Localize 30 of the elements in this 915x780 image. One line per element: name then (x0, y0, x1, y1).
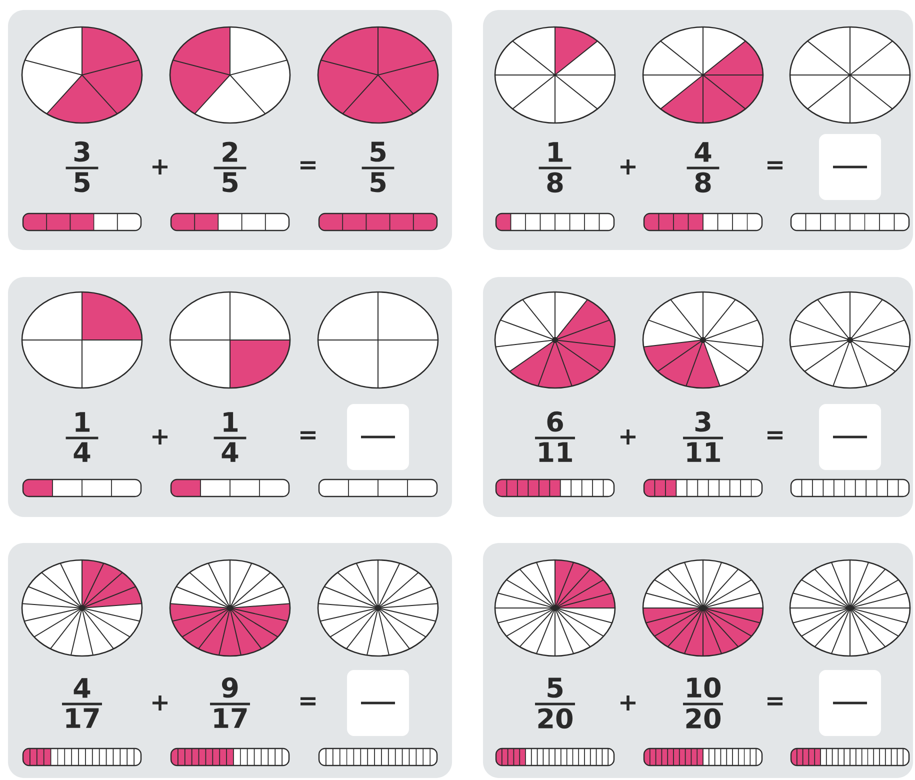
answer-box (347, 670, 409, 736)
fraction: 4 1 (66, 412, 98, 462)
plus-sign: + (620, 429, 636, 445)
fraction: 8 4 (686, 142, 720, 193)
fraction: 11 3 (683, 411, 723, 462)
equals-sign: = (768, 431, 783, 440)
plus-sign: + (620, 695, 636, 711)
plus-sign: + (152, 429, 168, 445)
equals-sign: = (300, 697, 316, 706)
fraction: 20 5 (535, 678, 575, 729)
equals-sign: = (300, 161, 316, 170)
fraction: 8 1 (538, 142, 572, 193)
fraction: 17 4 (62, 678, 102, 728)
equals-sign: = (300, 431, 316, 440)
fraction: 20 10 (683, 677, 723, 729)
fraction: 4 1 (214, 412, 246, 462)
fraction: 5 2 (214, 142, 246, 192)
answer-box (347, 404, 409, 470)
answer-box (819, 404, 881, 470)
fraction: 11 6 (535, 411, 575, 462)
plus-sign: + (152, 695, 168, 711)
equals-sign: = (768, 161, 783, 170)
equals-sign: = (768, 697, 783, 706)
answer-box (819, 134, 881, 200)
fraction: 5 3 (66, 141, 98, 192)
plus-sign: + (152, 159, 168, 175)
plus-sign: + (620, 159, 636, 175)
fraction: 17 9 (210, 677, 250, 728)
fraction: 5 5 (362, 142, 394, 192)
answer-box (819, 670, 881, 736)
